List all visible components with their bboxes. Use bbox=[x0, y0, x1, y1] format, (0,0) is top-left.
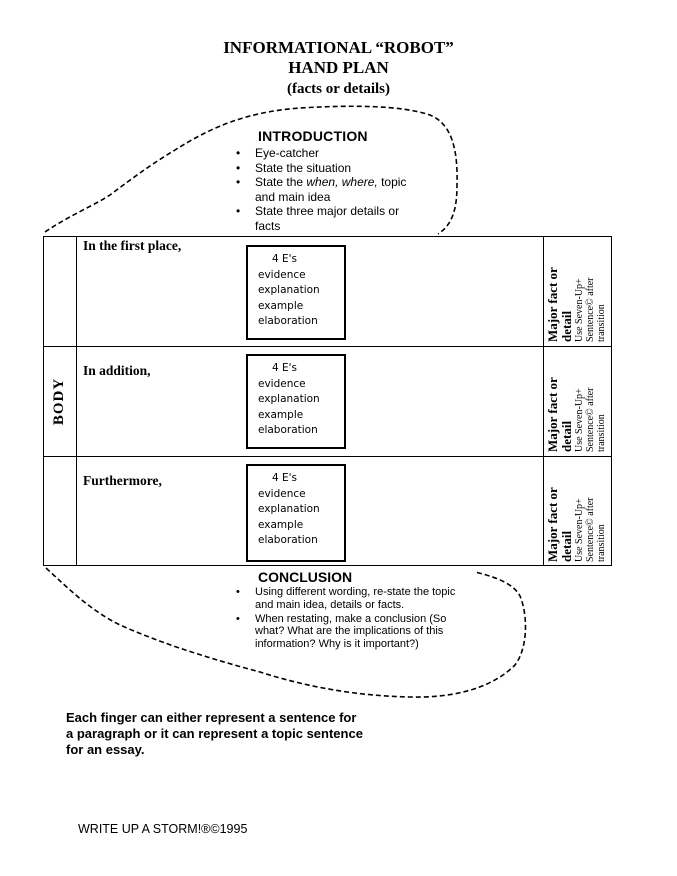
thumb-outline bbox=[44, 105, 458, 235]
side-cell: Major fact or detail Use Seven-Up+ Sente… bbox=[543, 346, 612, 456]
row-divider bbox=[43, 456, 612, 457]
side-column-divider bbox=[543, 236, 544, 566]
side-cell: Major fact or detail Use Seven-Up+ Sente… bbox=[543, 236, 612, 346]
transition-label: In addition, bbox=[83, 363, 151, 378]
four-e-item: explanation bbox=[258, 393, 320, 405]
transition-label: Furthermore, bbox=[83, 473, 162, 488]
conclusion-list: Using different wording, re-state the to… bbox=[236, 586, 476, 652]
four-e-item: elaboration bbox=[258, 534, 318, 546]
introduction-heading: INTRODUCTION bbox=[258, 128, 368, 144]
four-e-item: evidence bbox=[258, 377, 306, 390]
body-table bbox=[43, 236, 612, 566]
four-e-item: evidence bbox=[258, 487, 306, 500]
side-major-label: Major fact or detail bbox=[545, 487, 574, 562]
list-item: State the when, where, topic and main id… bbox=[236, 175, 426, 204]
title-subtitle: (facts or details) bbox=[286, 81, 391, 97]
side-major-label: Major fact or detail bbox=[545, 267, 574, 342]
side-major-label: Major fact or detail bbox=[545, 377, 574, 452]
body-label: BODY bbox=[51, 377, 68, 425]
four-e-item: elaboration bbox=[258, 315, 318, 327]
list-item: When restating, make a conclusion (So wh… bbox=[236, 613, 476, 651]
four-e-item: evidence bbox=[258, 268, 306, 281]
four-e-box: 4 E's evidence explanation example elabo… bbox=[246, 464, 346, 562]
four-e-item: explanation bbox=[258, 503, 320, 515]
conclusion-heading: CONCLUSION bbox=[258, 569, 353, 585]
four-e-item: example bbox=[258, 408, 304, 421]
four-e-item: explanation bbox=[258, 284, 320, 296]
body-label-column bbox=[43, 236, 77, 566]
row-divider bbox=[43, 346, 612, 347]
title-line-1: INFORMATIONAL “ROBOT” bbox=[223, 38, 454, 57]
four-e-title: 4 E's bbox=[272, 472, 298, 484]
side-note: Use Seven-Up+ Sentence© after transition bbox=[574, 497, 607, 562]
four-e-item: example bbox=[258, 299, 304, 312]
body-label-cell: BODY bbox=[43, 236, 77, 566]
list-item: Using different wording, re-state the to… bbox=[236, 586, 476, 612]
side-note: Use Seven-Up+ Sentence© after transition bbox=[574, 277, 607, 342]
four-e-item: elaboration bbox=[258, 424, 318, 436]
transition-label: In the first place, bbox=[83, 238, 182, 253]
list-item: State three major details or facts bbox=[236, 204, 426, 233]
four-e-title: 4 E's bbox=[272, 362, 298, 374]
four-e-item: example bbox=[258, 518, 304, 531]
list-item: Eye-catcher bbox=[236, 146, 426, 161]
title-line-2: HAND PLAN bbox=[288, 58, 389, 77]
four-e-title: 4 E's bbox=[272, 253, 298, 265]
introduction-list: Eye-catcher State the situation State th… bbox=[236, 146, 426, 233]
side-note: Use Seven-Up+ Sentence© after transition bbox=[574, 387, 607, 452]
copyright-footer: WRITE UP A STORM!®©1995 bbox=[78, 822, 248, 836]
four-e-box: 4 E's evidence explanation example elabo… bbox=[246, 354, 346, 449]
list-item: State the situation bbox=[236, 161, 426, 176]
four-e-box: 4 E's evidence explanation example elabo… bbox=[246, 245, 346, 340]
side-cell: Major fact or detail Use Seven-Up+ Sente… bbox=[543, 456, 612, 566]
finger-note: Each finger can either represent a sente… bbox=[66, 710, 363, 757]
